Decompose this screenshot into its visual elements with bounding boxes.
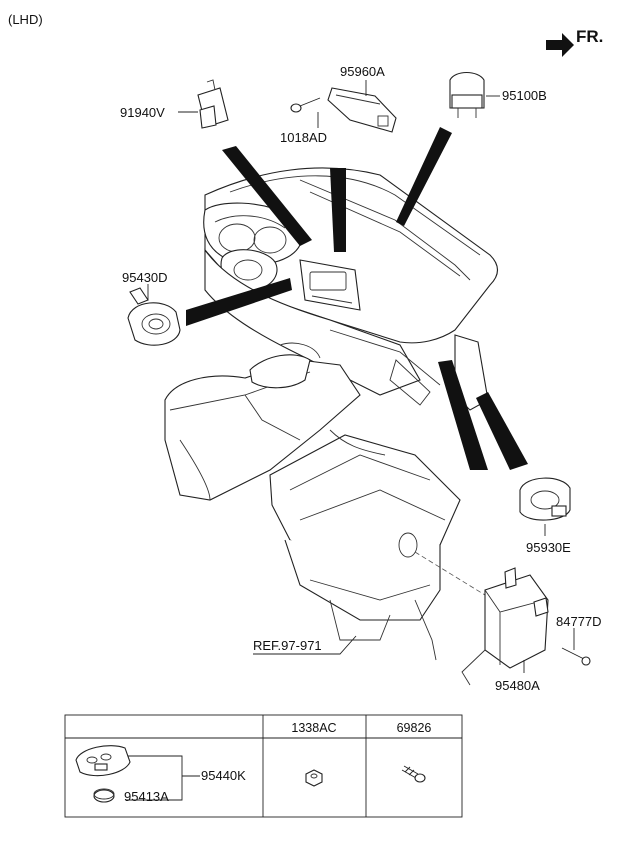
- label-95930E: 95930E: [526, 540, 571, 555]
- front-arrow-icon: [546, 33, 574, 57]
- label-95100B: 95100B: [502, 88, 547, 103]
- hvac-assembly-illustration: [269, 429, 461, 661]
- parts-table: [64, 714, 463, 818]
- variant-label: (LHD): [8, 12, 43, 27]
- battery-illustration: [93, 788, 115, 803]
- screw-1018AD-illustration: [290, 97, 321, 128]
- part-95430D-illustration: [127, 284, 181, 346]
- dashed-leader: [414, 551, 486, 596]
- part-91940V-illustration: [178, 79, 229, 129]
- bolt-84777D-illustration: [561, 628, 591, 666]
- label-84777D: 84777D: [556, 614, 602, 629]
- label-95430D: 95430D: [122, 270, 168, 285]
- table-header-1338AC: 1338AC: [291, 721, 336, 735]
- part-95100B-illustration: [449, 71, 500, 118]
- front-label: FR.: [576, 27, 603, 46]
- label-95413A: 95413A: [124, 789, 169, 804]
- screw-69826-illustration: [401, 765, 426, 783]
- part-95930E-illustration: [519, 477, 571, 536]
- smart-key-illustration: [75, 745, 200, 801]
- label-95960A: 95960A: [340, 64, 385, 79]
- table-header-69826: 69826: [397, 721, 432, 735]
- label-91940V: 91940V: [120, 105, 165, 120]
- part-95960A-illustration: [327, 80, 397, 133]
- label-95480A: 95480A: [495, 678, 540, 693]
- ref-callout[interactable]: REF.97-971: [253, 635, 357, 655]
- label-1018AD: 1018AD: [280, 130, 327, 145]
- nut-1338AC-illustration: [305, 769, 323, 787]
- front-direction-indicator: FR.: [546, 27, 603, 57]
- leader-wedges: [186, 127, 528, 470]
- part-95480A-illustration: [461, 567, 549, 686]
- ref-label[interactable]: REF.97-971: [253, 638, 322, 653]
- label-95440K: 95440K: [201, 768, 246, 783]
